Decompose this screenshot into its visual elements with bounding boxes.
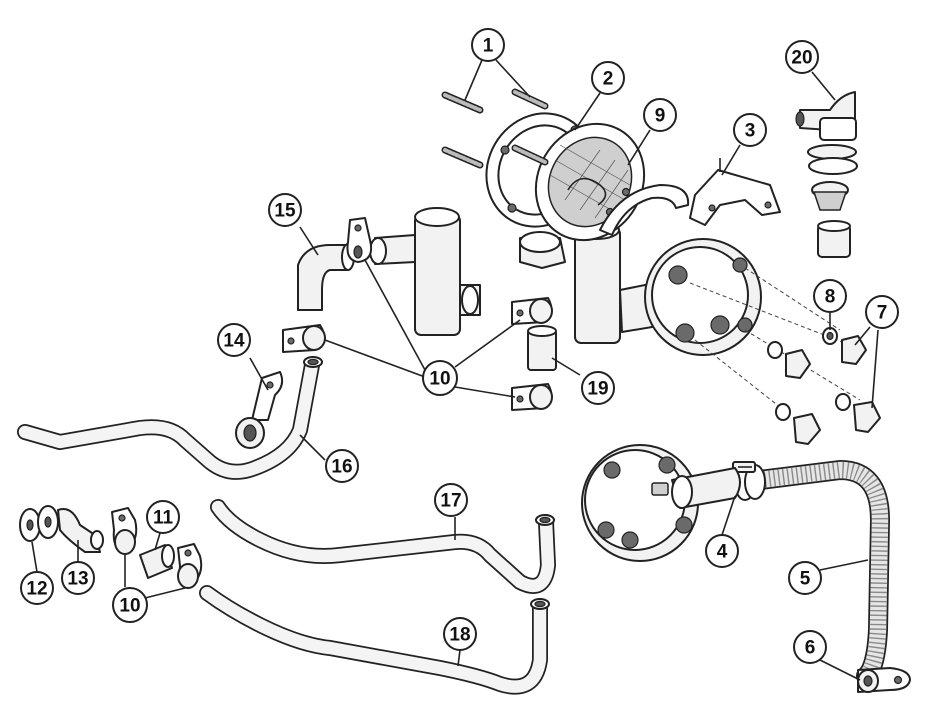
gasket-ring xyxy=(599,184,690,236)
callout-12: 12 xyxy=(20,571,54,605)
svg-text:1: 1 xyxy=(483,36,494,57)
clamp-10-e xyxy=(111,507,138,555)
svg-text:6: 6 xyxy=(805,638,816,659)
svg-text:15: 15 xyxy=(274,201,296,222)
callout-6: 6 xyxy=(793,630,827,664)
callout-9: 9 xyxy=(643,98,677,132)
elbow-pipe-13 xyxy=(57,508,104,553)
svg-text:19: 19 xyxy=(587,379,608,400)
elbow-15 xyxy=(297,243,355,311)
svg-text:10: 10 xyxy=(119,596,140,617)
clamp-10-b xyxy=(282,324,326,353)
leader-lines xyxy=(31,59,879,681)
flex-hose-5 xyxy=(750,460,890,686)
washer-nut-set xyxy=(689,267,881,445)
svg-text:14: 14 xyxy=(223,331,245,352)
svg-text:20: 20 xyxy=(791,48,812,69)
callout-19: 19 xyxy=(581,371,615,405)
callout-7: 7 xyxy=(865,295,899,329)
clamp-10-d xyxy=(511,383,553,411)
studs-1 xyxy=(441,88,549,169)
svg-text:10: 10 xyxy=(429,369,450,390)
callout-10-lower: 10 xyxy=(112,587,148,623)
callout-14: 14 xyxy=(217,323,251,357)
callout-5: 5 xyxy=(788,561,822,595)
callout-8: 8 xyxy=(813,279,847,313)
svg-text:7: 7 xyxy=(877,303,888,324)
svg-text:18: 18 xyxy=(449,625,470,646)
clamp-10-c xyxy=(511,297,553,325)
clamp-6 xyxy=(857,667,911,693)
callout-13: 13 xyxy=(61,561,95,595)
callout-18: 18 xyxy=(443,617,477,651)
coupler-19 xyxy=(527,325,557,371)
callout-11: 11 xyxy=(146,500,180,534)
hose-18 xyxy=(199,585,550,695)
callout-3: 3 xyxy=(733,113,767,147)
tee-fitting xyxy=(369,207,481,336)
svg-text:13: 13 xyxy=(67,569,88,590)
coupler-11 xyxy=(139,544,175,579)
svg-text:17: 17 xyxy=(440,491,461,512)
clamp-10-a xyxy=(346,217,373,263)
svg-text:5: 5 xyxy=(800,569,811,590)
callout-10-upper: 10 xyxy=(422,360,458,396)
svg-text:12: 12 xyxy=(26,579,47,600)
callout-16: 16 xyxy=(325,449,359,483)
hose-16 xyxy=(17,356,323,480)
hose-clamp-4 xyxy=(732,461,766,501)
bracket-3 xyxy=(689,158,781,226)
svg-text:11: 11 xyxy=(153,508,174,529)
gasket-12 xyxy=(19,505,59,542)
fitting-20 xyxy=(795,91,858,258)
callout-4: 4 xyxy=(705,534,739,568)
svg-text:3: 3 xyxy=(745,121,756,142)
svg-text:16: 16 xyxy=(331,457,352,478)
svg-text:9: 9 xyxy=(655,106,666,127)
callout-2: 2 xyxy=(591,61,625,95)
clamp-14 xyxy=(235,371,284,449)
pump-upper-housing xyxy=(519,220,762,356)
callout-15: 15 xyxy=(268,193,302,227)
callout-17: 17 xyxy=(434,483,468,517)
clamp-10-f xyxy=(177,543,203,589)
callout-20: 20 xyxy=(785,40,819,74)
svg-text:4: 4 xyxy=(717,542,728,563)
callout-1: 1 xyxy=(471,28,505,62)
hose-17 xyxy=(210,499,556,594)
pump-lower-housing xyxy=(581,444,741,562)
svg-text:8: 8 xyxy=(825,287,836,308)
svg-text:2: 2 xyxy=(603,69,614,90)
